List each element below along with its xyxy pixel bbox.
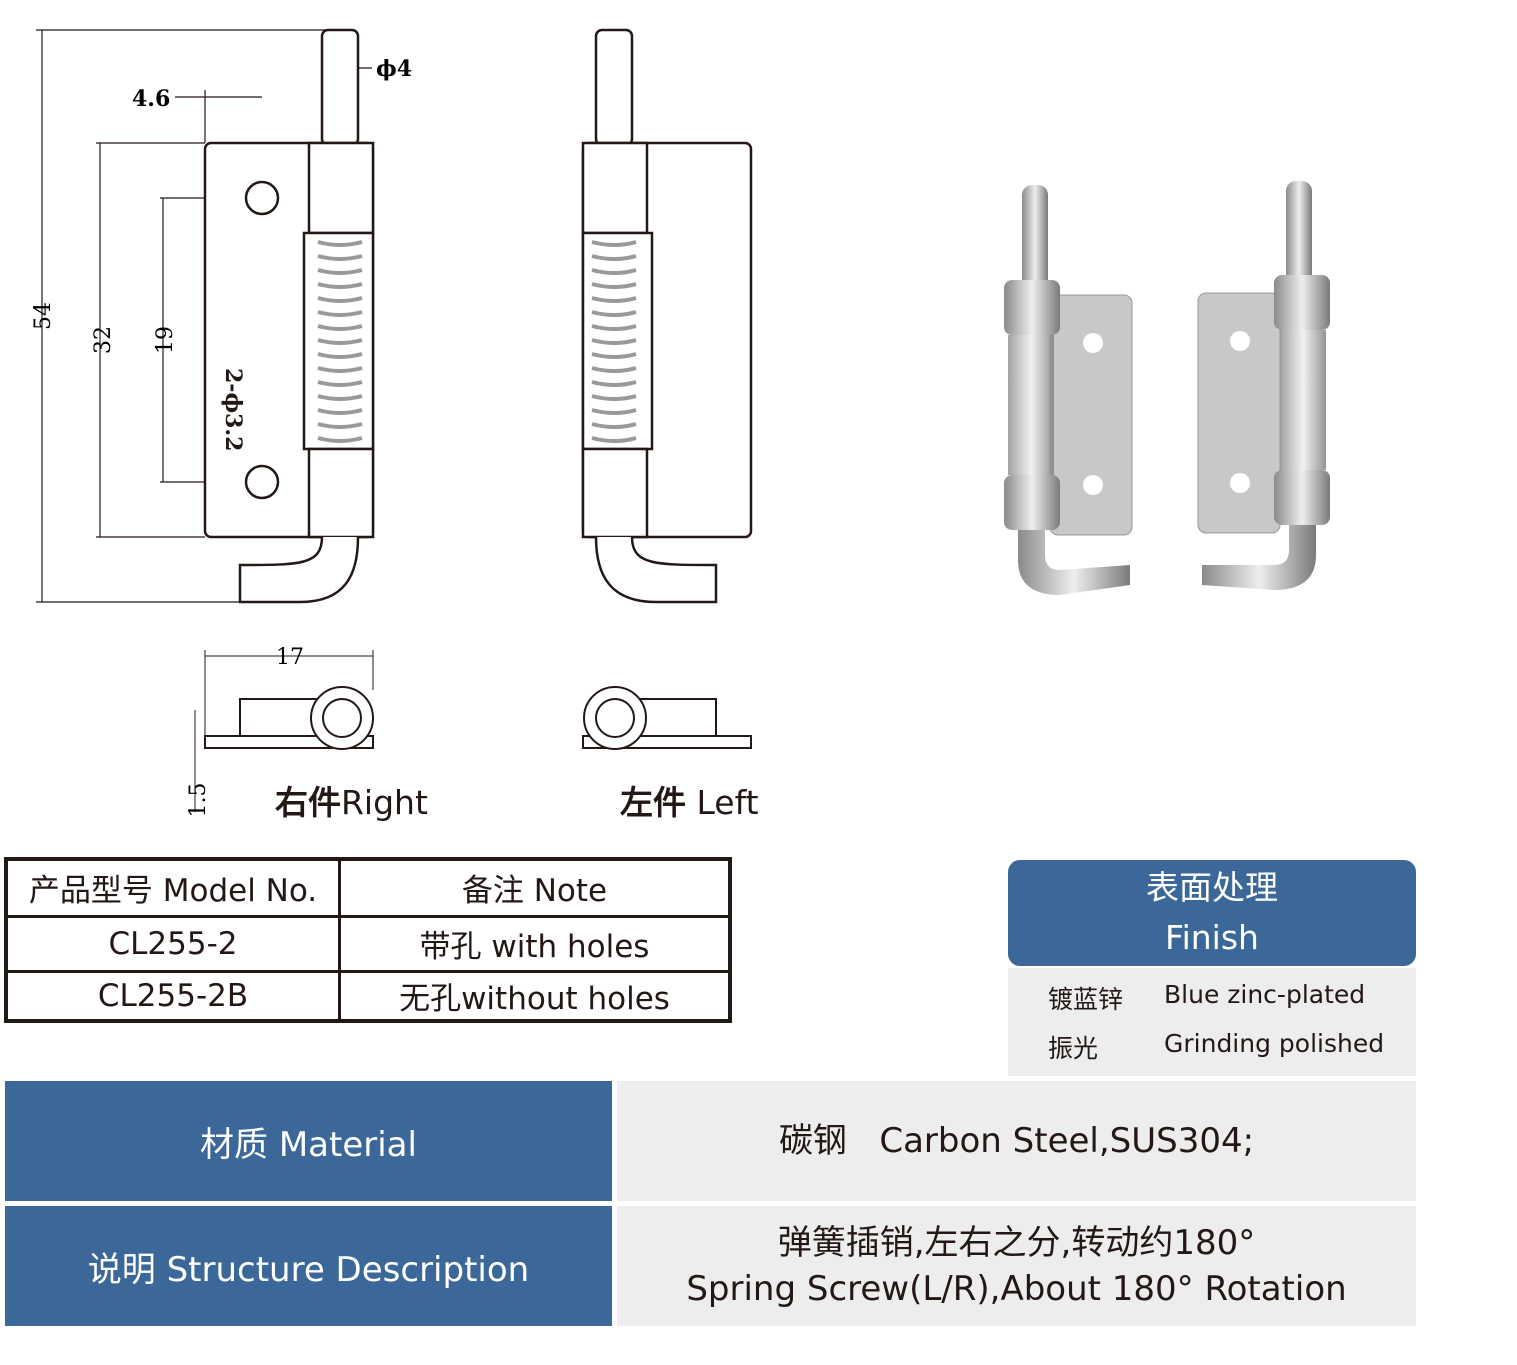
material-label: 材质 Material [5, 1081, 612, 1201]
description-value: 弹簧插销,左右之分,转动约180° Spring Screw(L/R),Abou… [617, 1206, 1416, 1326]
dim-thickness-label: 1.5 [186, 783, 211, 818]
header-note: 备注 Note [338, 857, 732, 918]
table-header-row: 产品型号 Model No. 备注 Note [4, 857, 732, 918]
dim-54-label: 54 [31, 302, 56, 330]
description-cn: 弹簧插销,左右之分,转动约180° [777, 1223, 1256, 1263]
left-part-label: 左件 Left [620, 776, 759, 824]
finish-title-cn: 表面处理 [1146, 868, 1278, 907]
dim-17-label: 17 [276, 645, 304, 670]
left-part-side-view [582, 686, 752, 750]
note-cell: 无孔without holes [338, 969, 732, 1023]
model-table: 产品型号 Model No. 备注 Note CL255-2 带孔 with h… [4, 857, 732, 1023]
right-label-cn: 右件 [275, 783, 341, 822]
finish-list: 镀蓝锌 Blue zinc-plated 振光 Grinding polished [1008, 968, 1416, 1076]
right-label-en: Right [341, 783, 428, 822]
model-cell: CL255-2B [4, 969, 341, 1023]
left-label-en: Left [696, 783, 759, 822]
finish-item: 镀蓝锌 Blue zinc-plated [1048, 980, 1365, 1016]
header-model-no: 产品型号 Model No. [4, 857, 341, 918]
right-hinge-photo [1004, 185, 1133, 595]
table-row: CL255-2 带孔 with holes [4, 914, 732, 973]
dim-19-label: 19 [153, 326, 178, 354]
finish-item: 振光 Grinding polished [1048, 1029, 1384, 1065]
finish-panel: 表面处理 Finish 镀蓝锌 Blue zinc-plated 振光 Grindi… [1008, 860, 1416, 1076]
table-row: CL255-2B 无孔without holes [4, 969, 732, 1023]
material-value-text: 碳钢 Carbon Steel,SUS304; [778, 1121, 1255, 1161]
material-value: 碳钢 Carbon Steel,SUS304; [617, 1081, 1416, 1201]
dim-pin-diameter-label: ϕ4 [376, 56, 412, 82]
finish-item-cn: 振光 [1048, 1034, 1099, 1063]
model-cell: CL255-2 [4, 914, 341, 973]
finish-item-cn: 镀蓝锌 [1048, 985, 1124, 1014]
dim-4-6-label: 4.6 [132, 86, 170, 112]
dim-32-label: 32 [91, 326, 116, 354]
right-part-label: 右件Right [275, 776, 428, 824]
description-en: Spring Screw(L/R),About 180° Rotation [686, 1269, 1347, 1309]
note-cell: 带孔 with holes [338, 914, 732, 973]
product-photo [1004, 181, 1330, 595]
right-part-side-view [194, 650, 374, 812]
finish-item-en: Blue zinc-plated [1164, 980, 1366, 1009]
finish-title-en: Finish [1165, 918, 1259, 957]
dim-holes-label: 2-ϕ3.2 [220, 368, 246, 451]
finish-item-en: Grinding polished [1164, 1029, 1385, 1058]
technical-drawing: 54 32 19 4.6 ϕ4 2-ϕ3.2 [31, 28, 753, 818]
description-label: 说明 Structure Description [5, 1206, 612, 1326]
left-hinge-photo [1197, 181, 1330, 590]
finish-header: 表面处理 Finish [1008, 860, 1416, 966]
left-label-cn: 左件 [620, 783, 686, 822]
